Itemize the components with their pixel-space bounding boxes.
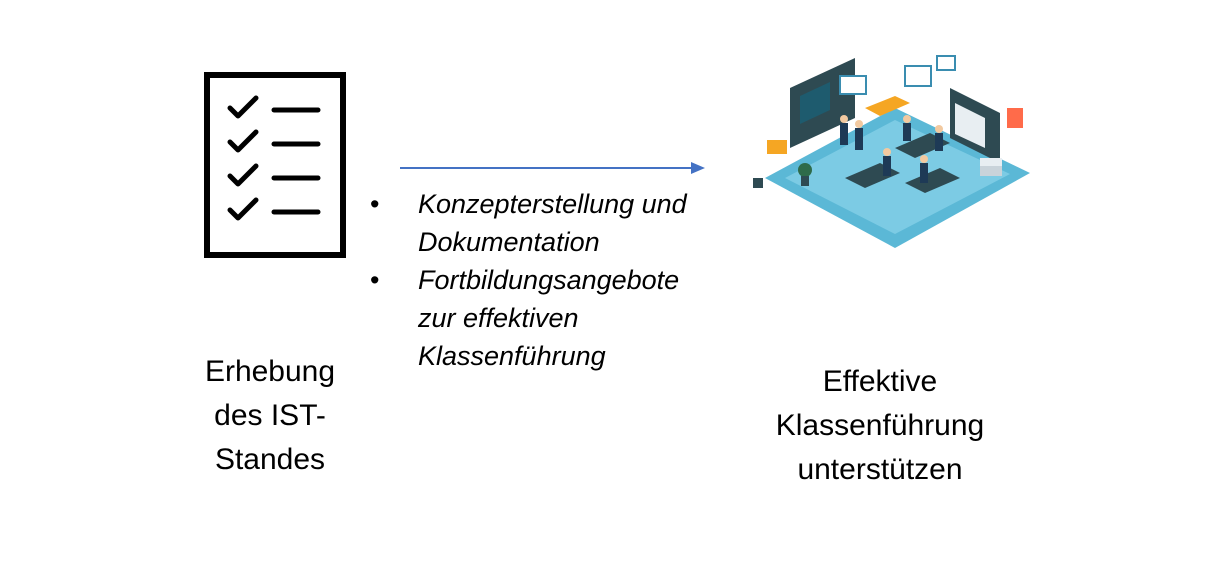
label-line: Standes xyxy=(214,443,326,476)
bullet-line: Konzepterstellung und xyxy=(418,189,687,219)
bullet-line: Dokumentation xyxy=(418,227,600,257)
label-line: unterstützen xyxy=(797,453,963,486)
bullet-line: Klassenführung xyxy=(418,341,606,371)
label-line: Klassenführung xyxy=(775,409,985,442)
bullet-dot: • xyxy=(370,189,380,219)
bullet-item: • Fortbildungsangebote zur effektiven Kl… xyxy=(370,261,730,375)
checklist-icon xyxy=(204,72,346,258)
bullet-item: • Konzepterstellung und Dokumentation xyxy=(370,185,730,261)
label-line: Effektive xyxy=(822,365,938,398)
bullet-list: • Konzepterstellung und Dokumentation • … xyxy=(370,185,730,375)
classroom-illustration xyxy=(753,55,1030,248)
bullet-line: Fortbildungsangebote xyxy=(418,265,680,295)
label-line: Erhebung xyxy=(204,355,336,388)
left-label: Erhebung des IST- Standes xyxy=(170,350,370,482)
bullet-line: zur effektiven xyxy=(418,303,579,333)
bullet-dot: • xyxy=(370,265,380,295)
arrow-right-icon xyxy=(400,162,705,174)
label-line: des IST- xyxy=(214,399,326,432)
right-label: Effektive Klassenführung unterstützen xyxy=(730,360,1030,492)
